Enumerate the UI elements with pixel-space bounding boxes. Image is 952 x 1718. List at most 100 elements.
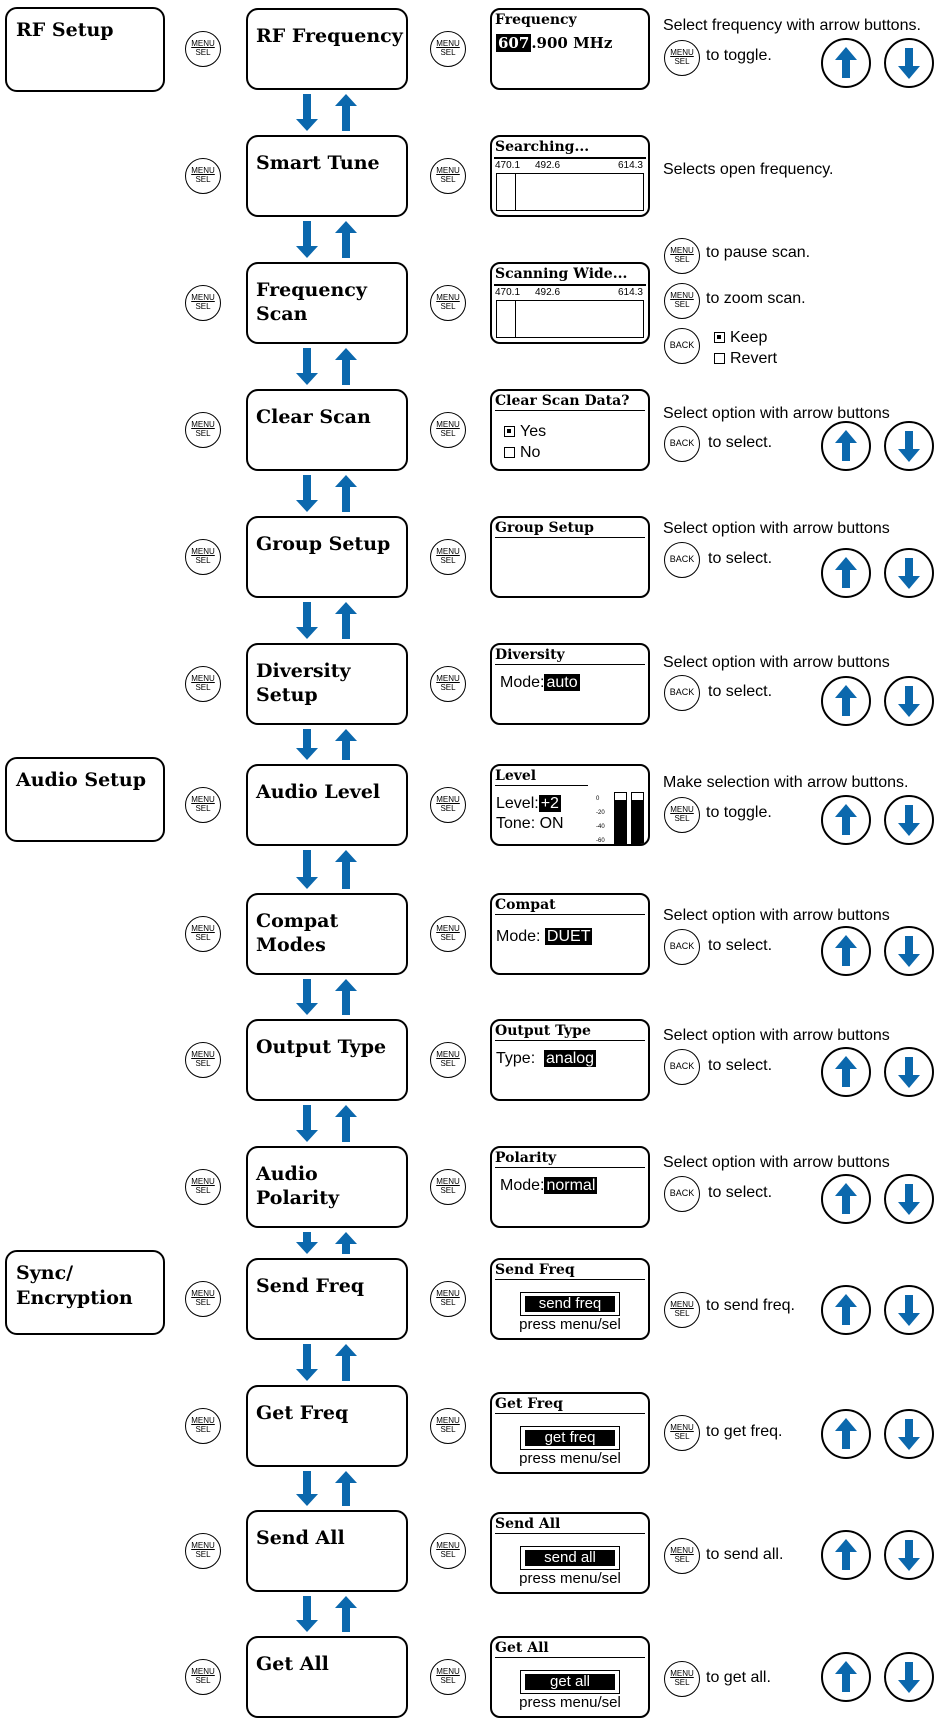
arrow-up-button[interactable] — [821, 421, 871, 471]
menu-get-freq[interactable]: Get Freq — [246, 1385, 408, 1467]
arrow-down-button[interactable] — [884, 1530, 934, 1580]
menu-smart-tune[interactable]: Smart Tune — [246, 135, 408, 217]
arrow-down-button[interactable] — [884, 1409, 934, 1459]
arrow-down-button[interactable] — [884, 1652, 934, 1702]
arrow-up-button[interactable] — [821, 1047, 871, 1097]
menu-frequency-scan[interactable]: Frequency Scan — [246, 262, 408, 344]
arrow-down-button[interactable] — [884, 1285, 934, 1335]
mode-value: normal — [544, 1177, 598, 1194]
menu-get-all[interactable]: Get All — [246, 1636, 408, 1718]
screen-polarity: Polarity Mode:normal — [490, 1146, 650, 1228]
menu-send-freq[interactable]: Send Freq — [246, 1258, 408, 1340]
menu-compat-modes[interactable]: Compat Modes — [246, 893, 408, 975]
sel-label: SEL — [440, 1550, 456, 1559]
arrow-up-button[interactable] — [821, 1652, 871, 1702]
menu-clear-scan[interactable]: Clear Scan — [246, 389, 408, 471]
down-arrow-icon — [296, 348, 318, 385]
arrow-down-button[interactable] — [884, 38, 934, 88]
arrow-down-button[interactable] — [884, 1047, 934, 1097]
back-button[interactable]: BACK — [664, 675, 700, 711]
menu-rf-frequency[interactable]: RF Frequency — [246, 8, 408, 90]
menu-diversity-setup[interactable]: Diversity Setup — [246, 643, 408, 725]
arrow-down-button[interactable] — [884, 1174, 934, 1224]
screen-get-freq: Get Freq get freq press menu/sel — [490, 1392, 650, 1474]
menu-label: MENU — [436, 420, 460, 429]
menu-send-all[interactable]: Send All — [246, 1510, 408, 1592]
arrow-up-button[interactable] — [821, 1530, 871, 1580]
arrow-down-button[interactable] — [884, 548, 934, 598]
back-button[interactable]: BACK — [664, 542, 700, 578]
up-arrow-icon — [335, 221, 357, 258]
arrow-up-button[interactable] — [821, 1285, 871, 1335]
back-button[interactable]: BACK — [664, 1176, 700, 1212]
back-button[interactable]: BACK — [664, 929, 700, 965]
back-button[interactable]: BACK — [664, 1049, 700, 1085]
menu-output-type[interactable]: Output Type — [246, 1019, 408, 1101]
menu-label: Get Freq — [256, 1402, 349, 1424]
arrow-up-button[interactable] — [821, 926, 871, 976]
back-button[interactable]: BACK — [664, 426, 700, 462]
menu-audio-level[interactable]: Audio Level — [246, 764, 408, 846]
arrow-up-button[interactable] — [821, 795, 871, 845]
menu-label: Group Setup — [256, 533, 391, 555]
arrow-down-button[interactable] — [884, 926, 934, 976]
back-button[interactable]: BACK — [664, 328, 700, 364]
mode-value: DUET — [544, 928, 593, 945]
arrow-up-button[interactable] — [821, 38, 871, 88]
arrow-up-button[interactable] — [821, 676, 871, 726]
menu-audio-polarity[interactable]: Audio Polarity — [246, 1146, 408, 1228]
menu-label: Audio Polarity — [256, 1163, 340, 1209]
arrow-up-button[interactable] — [821, 1174, 871, 1224]
arrow-up-button[interactable] — [821, 548, 871, 598]
menu-label: MENU — [191, 420, 215, 429]
sel-label: SEL — [674, 1309, 690, 1318]
arrow-up-button[interactable] — [821, 1409, 871, 1459]
menu-label: MENU — [191, 1416, 215, 1425]
sel-label: SEL — [440, 175, 456, 184]
arrow-down-button[interactable] — [884, 676, 934, 726]
screen-title: Clear Scan Data? — [495, 392, 645, 411]
arrow-down-icon — [898, 1057, 920, 1088]
arrow-down-button[interactable] — [884, 421, 934, 471]
press-hint: press menu/sel — [519, 1694, 621, 1711]
arrow-down-button[interactable] — [884, 795, 934, 845]
up-arrow-icon — [335, 979, 357, 1015]
menu-group-setup[interactable]: Group Setup — [246, 516, 408, 598]
